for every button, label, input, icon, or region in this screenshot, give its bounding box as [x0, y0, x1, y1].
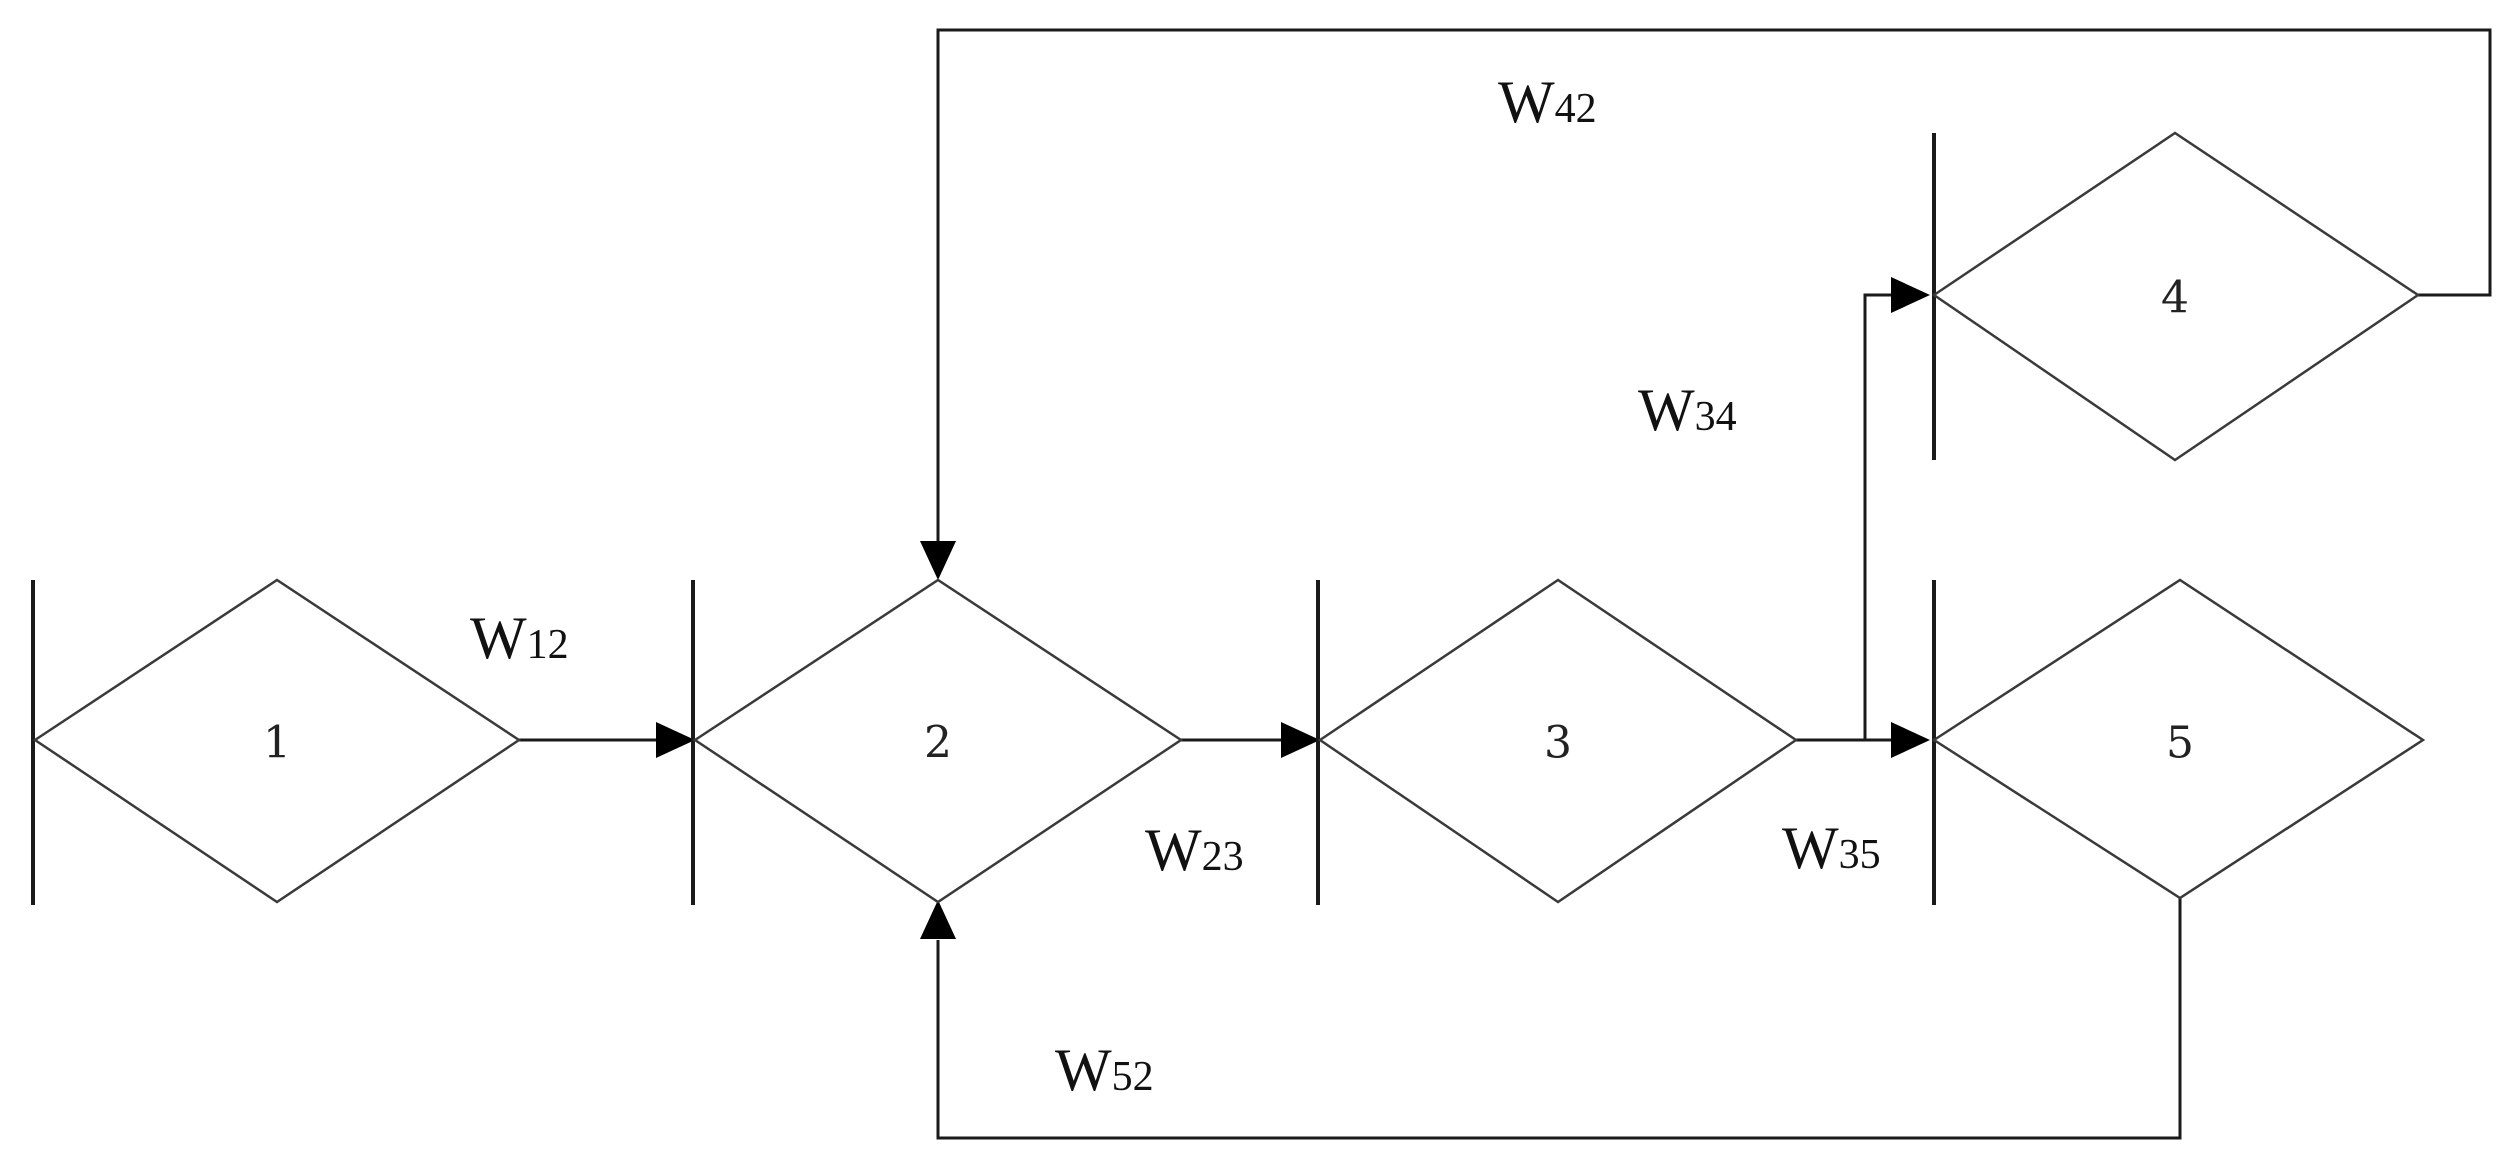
weight-symbol: W — [1782, 815, 1839, 881]
weight-subscript: 52 — [1112, 1054, 1154, 1100]
weight-label-w52: W52 — [1055, 1037, 1154, 1103]
weight-label-w23: W23 — [1145, 817, 1244, 883]
weight-label-w12: W12 — [470, 605, 569, 671]
edge-5-2 — [936, 898, 2182, 1140]
arrowhead-edge-2-3 — [1281, 722, 1320, 758]
weight-symbol: W — [1145, 817, 1202, 883]
arrowhead-edge-3-5 — [1891, 722, 1930, 758]
arrowhead-edge-5-2 — [920, 900, 956, 939]
node-3-diamond — [1317, 578, 1799, 904]
weight-symbol: W — [1638, 377, 1695, 443]
weight-subscript: 23 — [1202, 834, 1244, 880]
arrowhead-edge-3-4 — [1891, 277, 1930, 313]
weight-symbol: W — [470, 605, 527, 671]
weight-subscript: 35 — [1839, 832, 1881, 878]
edge-3-4 — [1863, 293, 1900, 740]
node-5-label: 5 — [2166, 718, 2194, 769]
node-1: 1 — [31, 578, 522, 905]
edge-4-2 — [936, 28, 2492, 542]
node-5-diamond — [1931, 578, 2426, 900]
weight-symbol: W — [1498, 69, 1555, 135]
node-4-diamond — [1931, 131, 2421, 462]
weight-subscript: 42 — [1555, 86, 1597, 132]
arrowhead-edge-1-2 — [656, 722, 695, 758]
node-3: 3 — [1316, 578, 1799, 905]
node-4: 4 — [1931, 131, 2421, 462]
weight-label-w34: W34 — [1638, 377, 1737, 443]
arrowhead-edge-4-2 — [920, 541, 956, 580]
node-5: 5 — [1931, 578, 2426, 905]
node-4-label: 4 — [2161, 273, 2189, 324]
weight-label-w35: W35 — [1782, 815, 1881, 881]
node-2: 2 — [691, 578, 1184, 905]
weight-label-w42: W42 — [1498, 69, 1597, 135]
node-1-diamond — [32, 578, 522, 904]
node-2-label: 2 — [924, 718, 952, 769]
weight-symbol: W — [1055, 1037, 1112, 1103]
node-2-diamond — [692, 578, 1184, 904]
weight-subscript: 12 — [527, 622, 569, 668]
node-1-label: 1 — [263, 718, 291, 769]
weight-subscript: 34 — [1695, 394, 1737, 440]
node-3-label: 3 — [1544, 718, 1572, 769]
